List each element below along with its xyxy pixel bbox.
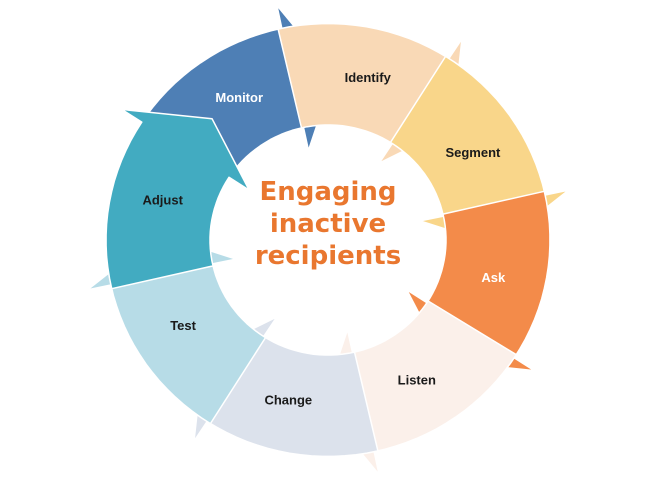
stage-label-listen: Listen bbox=[398, 373, 436, 388]
center-title-line-2: inactive bbox=[270, 209, 386, 239]
stage-label-test: Test bbox=[170, 318, 196, 333]
stage-label-identify: Identify bbox=[345, 70, 392, 85]
cycle-arrows bbox=[86, 4, 570, 476]
center-title-line-3: recipients bbox=[255, 241, 401, 271]
stage-label-monitor: Monitor bbox=[215, 90, 263, 105]
stage-label-adjust: Adjust bbox=[142, 193, 183, 208]
stage-label-segment: Segment bbox=[445, 145, 501, 160]
stage-label-change: Change bbox=[264, 393, 312, 408]
center-title-line-1: Engaging bbox=[259, 177, 396, 207]
stage-arrow-adjust bbox=[105, 108, 250, 290]
stage-label-ask: Ask bbox=[481, 270, 506, 285]
